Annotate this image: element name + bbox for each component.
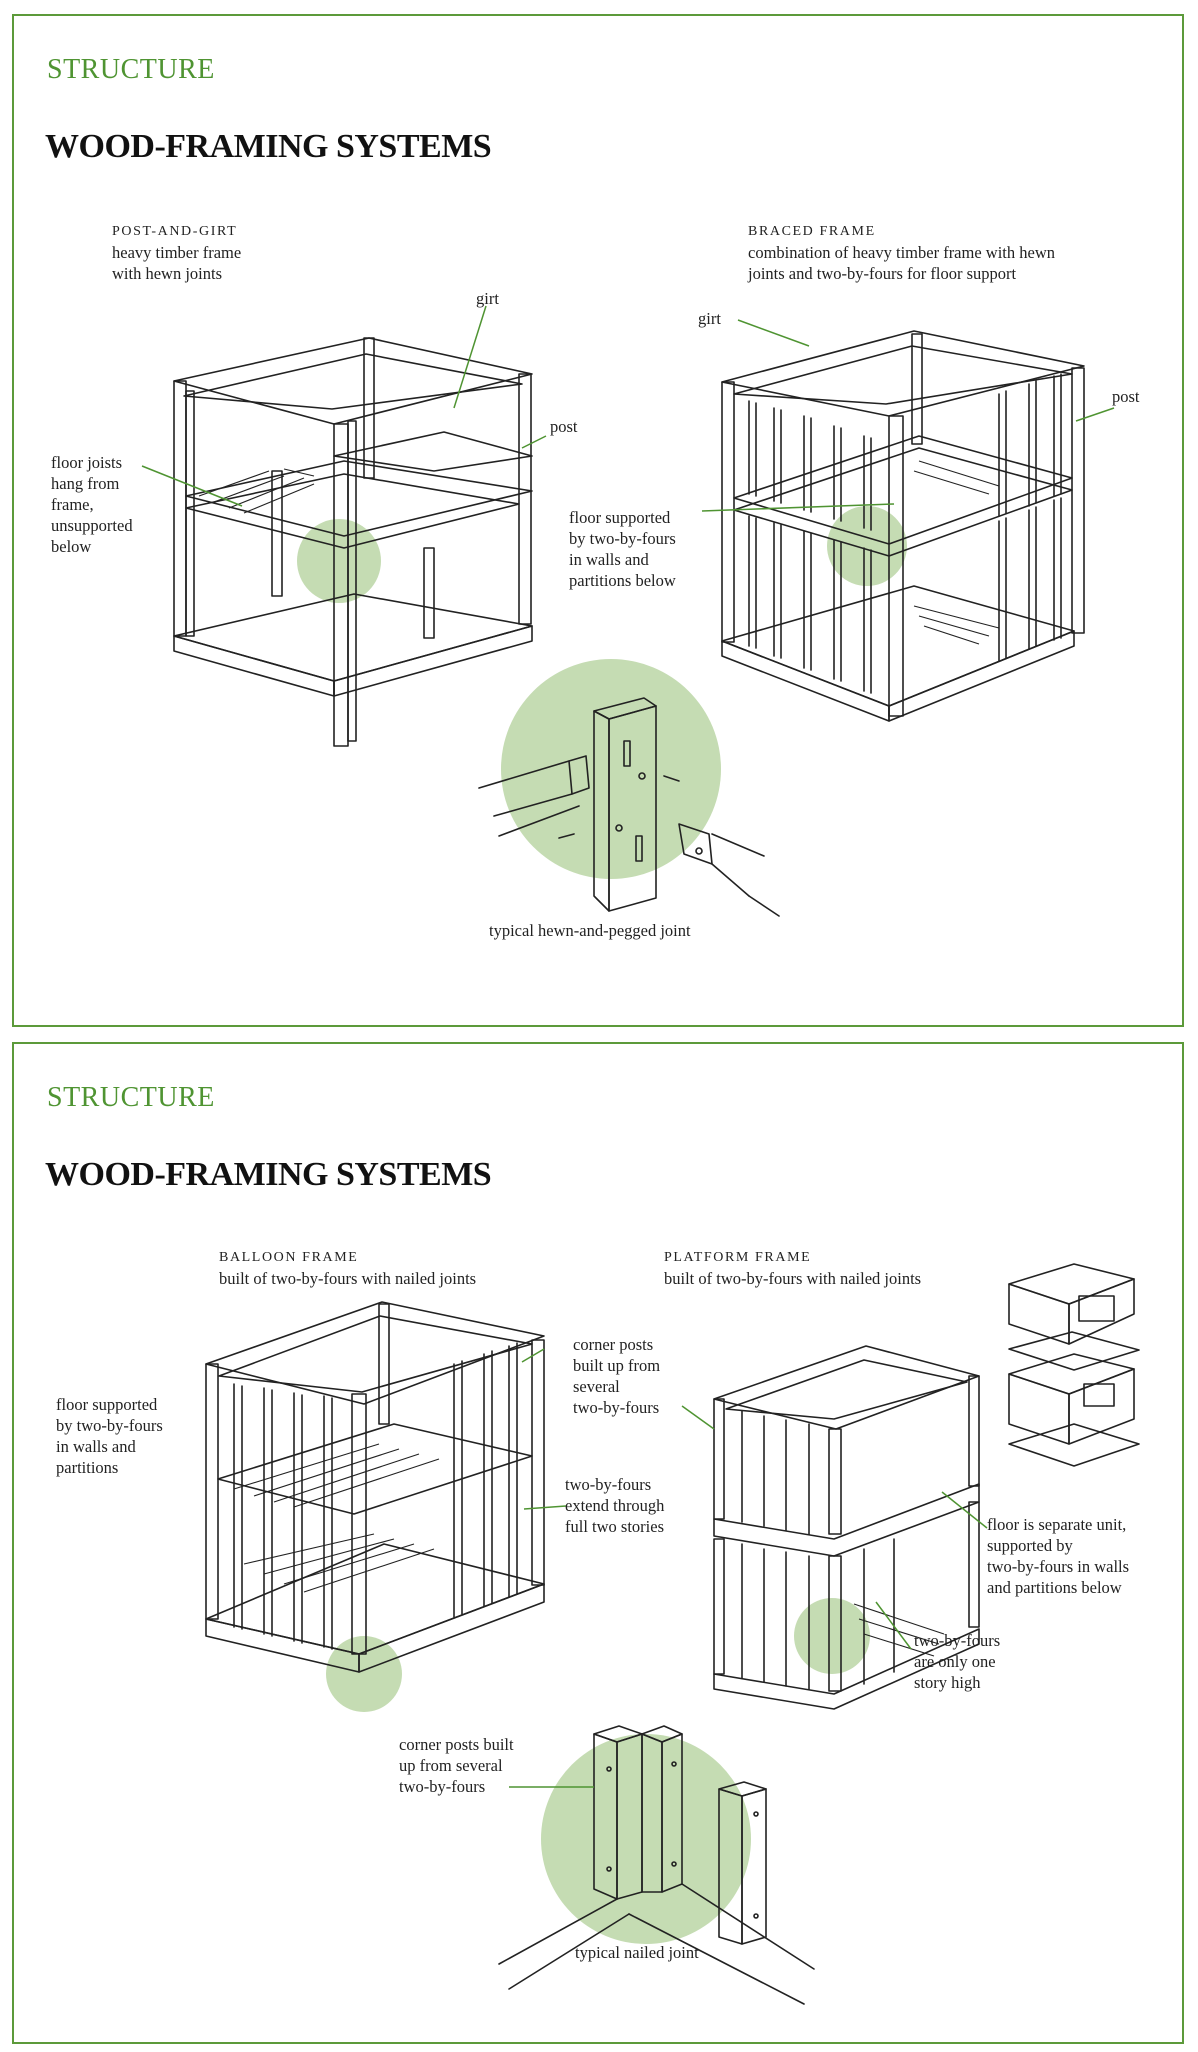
leader-post-right (1075, 407, 1115, 422)
subtitle-braced-frame-1: combination of heavy timber frame with h… (748, 243, 1055, 262)
hewn-pegged-joint-drawing (478, 697, 780, 917)
label-post-braced: post (1112, 387, 1140, 406)
label-platform-floor-1: floor is separate unit, (987, 1515, 1127, 1534)
heading-post-and-girt: post-and-girt (112, 224, 238, 239)
label-nailed-corner-1: corner posts built (399, 1735, 514, 1754)
label-nailed-corner-2: up from several (399, 1756, 503, 1775)
label-floor-supported-4: partitions below (569, 571, 676, 590)
leader-floor-joists (141, 465, 243, 507)
leader-extend (523, 1505, 567, 1510)
leader-post-left (521, 435, 547, 449)
braced-frame-drawing (721, 330, 1085, 722)
label-corner-posts-3: several (573, 1377, 620, 1396)
label-floor-joists-2: hang from (51, 474, 120, 493)
label-corner-posts-1: corner posts (573, 1335, 654, 1354)
joint-highlight-right (827, 506, 907, 586)
leader-corner-posts (521, 1348, 545, 1363)
leader-girt-right (737, 319, 810, 347)
page-title: WOOD-FRAMING SYSTEMS (45, 128, 492, 165)
label-corner-posts-4: two-by-fours (573, 1398, 660, 1417)
label-floor-supported-2: by two-by-fours (569, 529, 676, 548)
subtitle-post-and-girt-1: heavy timber frame (112, 243, 242, 262)
leader-floor-unit (941, 1491, 988, 1529)
joint-highlight-platform (794, 1598, 870, 1674)
platform-exploded-units-drawing (1008, 1263, 1140, 1467)
leader-girt-left (453, 305, 487, 409)
leader-floor-supported (701, 503, 895, 512)
joint-highlight-left (297, 519, 381, 603)
label-extend-3: full two stories (565, 1517, 664, 1536)
label-balloon-floor-2: by two-by-fours (56, 1416, 163, 1435)
label-balloon-floor-1: floor supported (56, 1395, 158, 1414)
heading-platform-frame: platform frame (664, 1250, 812, 1265)
panel-post-and-girt-braced: STRUCTURE WOOD-FRAMING SYSTEMS (12, 14, 1184, 1027)
label-one-story-1: two-by-fours (914, 1631, 1001, 1650)
label-one-story-2: are only one (914, 1652, 996, 1671)
panel2-illustrations (205, 1263, 1140, 2005)
label-floor-supported-1: floor supported (569, 508, 671, 527)
post-and-girt-frame-drawing (173, 337, 533, 747)
label-one-story-3: story high (914, 1673, 981, 1692)
detail-highlight (501, 659, 721, 879)
subtitle-braced-frame-2: joints and two-by-fours for floor suppor… (748, 264, 1017, 283)
label-balloon-floor-4: partitions (56, 1458, 119, 1477)
leader-platform-top (681, 1405, 715, 1430)
panel1-illustrations (141, 305, 1115, 917)
label-platform-floor-4: and partitions below (987, 1578, 1122, 1597)
label-nailed-corner-3: two-by-fours (399, 1777, 486, 1796)
joint-highlight-balloon (326, 1636, 402, 1712)
label-corner-posts-2: built up from (573, 1356, 661, 1375)
page-title: WOOD-FRAMING SYSTEMS (45, 1156, 492, 1193)
caption-nailed-joint: typical nailed joint (575, 1943, 699, 1962)
label-platform-floor-2: supported by (987, 1536, 1073, 1555)
section-label: STRUCTURE (47, 1082, 215, 1113)
label-extend-2: extend through (565, 1496, 665, 1515)
section-label: STRUCTURE (47, 54, 215, 85)
caption-hewn-pegged-joint: typical hewn-and-pegged joint (489, 921, 691, 940)
subtitle-post-and-girt-2: with hewn joints (112, 264, 222, 283)
label-post: post (550, 417, 578, 436)
heading-braced-frame: braced frame (748, 224, 876, 239)
subtitle-platform-frame: built of two-by-fours with nailed joints (664, 1269, 922, 1288)
label-floor-joists-3: frame, (51, 495, 94, 514)
label-girt: girt (476, 289, 499, 308)
panel-balloon-platform: STRUCTURE WOOD-FRAMING SYSTEMS (12, 1042, 1184, 2044)
label-floor-joists-5: below (51, 537, 92, 556)
platform-frame-drawing (713, 1345, 980, 1710)
label-girt-braced: girt (698, 309, 721, 328)
balloon-frame-drawing (205, 1301, 545, 1673)
label-balloon-floor-3: in walls and (56, 1437, 136, 1456)
leader-one-story (875, 1601, 912, 1650)
subtitle-balloon-frame: built of two-by-fours with nailed joints (219, 1269, 477, 1288)
label-extend-1: two-by-fours (565, 1475, 652, 1494)
heading-balloon-frame: balloon frame (219, 1250, 359, 1265)
label-floor-supported-3: in walls and (569, 550, 649, 569)
label-floor-joists-4: unsupported (51, 516, 133, 535)
nailed-joint-drawing (498, 1725, 815, 2005)
label-platform-floor-3: two-by-fours in walls (987, 1557, 1130, 1576)
label-floor-joists-1: floor joists (51, 453, 123, 472)
